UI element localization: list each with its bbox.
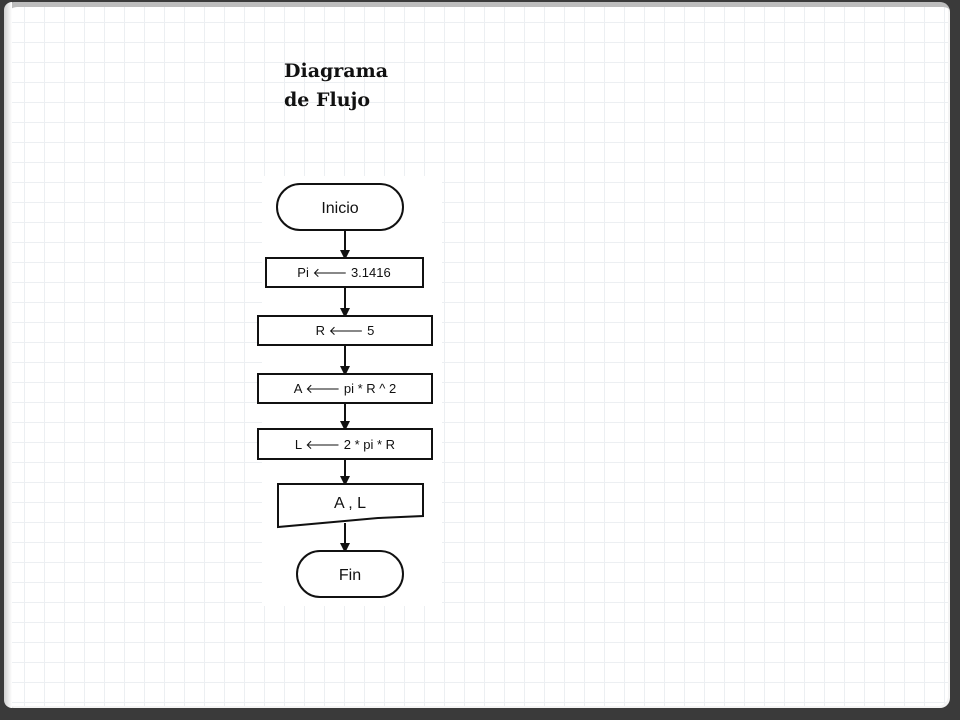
slide (4, 2, 950, 708)
title-line-1: Diagrama (284, 60, 389, 82)
length-assignment-box (257, 428, 433, 460)
start-terminator-shape (276, 183, 404, 231)
area-assignment-box (257, 373, 433, 404)
r-assignment-label: R 🡐 5 (316, 323, 375, 338)
start-terminator-label: Inicio (321, 200, 358, 217)
pi-assignment-label: Pi 🡐 3.1416 (297, 265, 390, 280)
pi-assignment-box (265, 257, 424, 288)
end-terminator-shape (296, 550, 404, 598)
area-assignment-label: A 🡐 pi * R ^ 2 (294, 381, 396, 396)
length-assignment-label: L 🡐 2 * pi * R (295, 437, 395, 452)
r-assignment-box (257, 315, 433, 346)
output-document-shape (277, 483, 424, 529)
output-document-label: A , L (334, 495, 366, 512)
slide-title: Diagrama de Flujo (284, 57, 424, 115)
title-line-2: de Flujo (284, 89, 371, 111)
end-terminator-label: Fin (339, 567, 361, 584)
slide-edge (4, 2, 12, 708)
